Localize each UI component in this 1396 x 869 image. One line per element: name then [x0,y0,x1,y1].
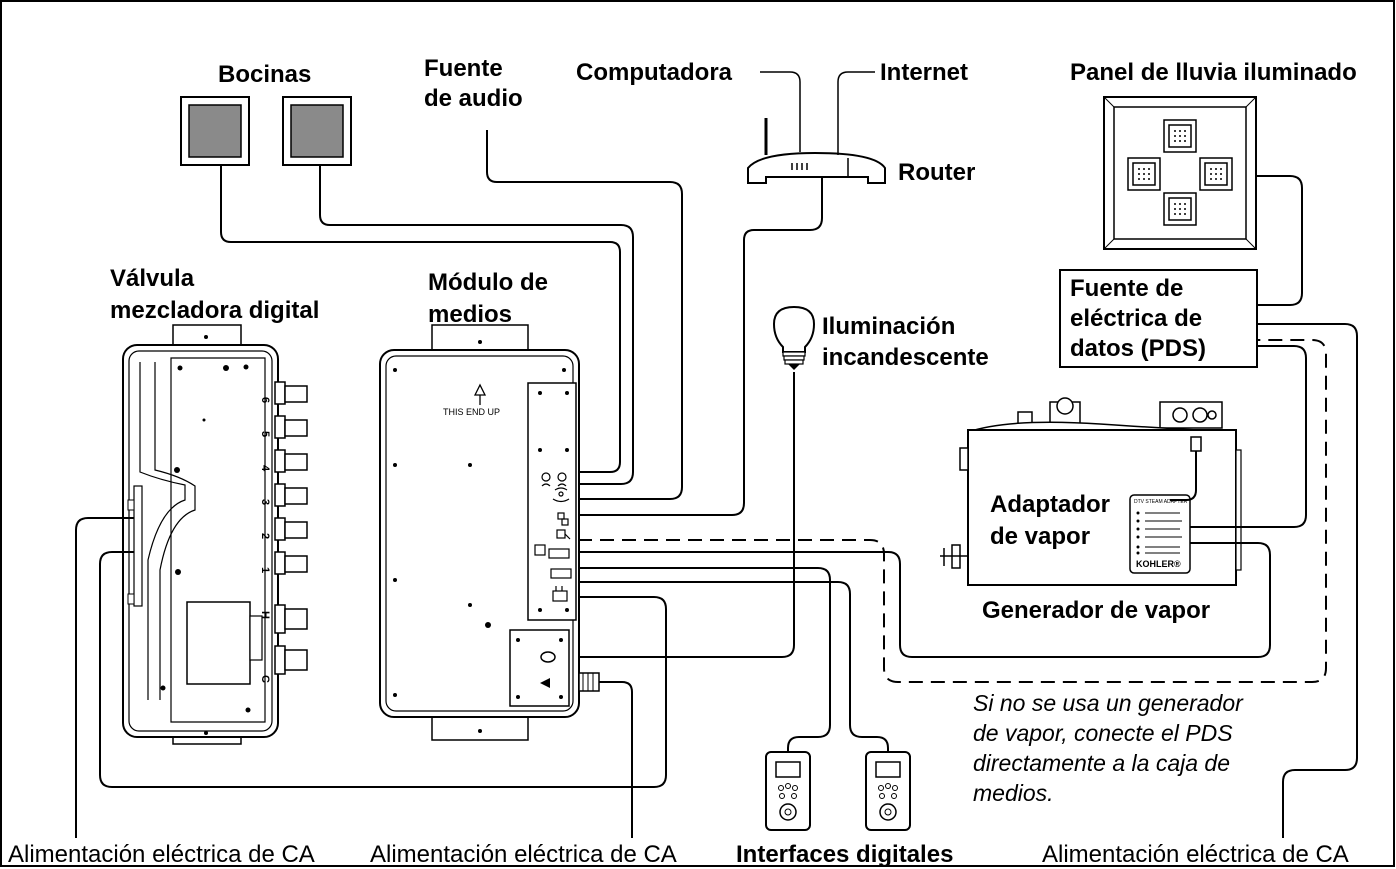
label-adaptador-line1: Adaptador [990,491,1110,518]
pds-box [1059,269,1258,368]
valve-port-h: H [259,611,271,619]
media-module: THIS END UP [379,324,580,741]
label-internet: Internet [880,59,968,86]
note-line1: Si no se usa un generador [973,690,1244,716]
note-line4: medios. [973,780,1054,806]
label-generador: Generador de vapor [982,597,1210,624]
valve-port-3: 3 [259,499,271,505]
this-end-up-text: THIS END UP [443,407,500,417]
digital-mixing-valve: 6 5 4 3 2 1 H C [122,324,308,745]
label-bocinas: Bocinas [218,61,311,88]
kohler-logo-text: KOHLER® [1136,559,1181,569]
light-bulb-icon [772,305,816,370]
label-iluminacion-line1: Iluminación [822,313,955,340]
valve-port-c: C [259,675,271,683]
label-ac-right: Alimentación eléctrica de CA [1042,841,1349,868]
valve-port-5: 5 [259,431,271,437]
label-ac-middle: Alimentación eléctrica de CA [370,841,677,868]
digital-interface-2 [865,751,911,831]
label-computadora: Computadora [576,59,733,86]
label-iluminacion-line2: incandescente [822,344,989,371]
steam-generator: DTV STEAM ADAPTER KOHLER® [940,397,1242,586]
router-icon [747,118,886,184]
valve-port-6: 6 [259,397,271,403]
label-fuente-line2: de audio [424,85,523,112]
label-pds-line1: Fuente de [1070,275,1183,302]
label-router: Router [898,159,975,186]
wiring [75,71,1358,838]
label-pds-line3: datos (PDS) [1070,335,1206,362]
note-line2: de vapor, conecte el PDS [973,720,1233,746]
digital-interface-1 [765,751,811,831]
adapter-plate-text: DTV STEAM ADAPTER [1134,499,1188,505]
label-valvula-line1: Válvula [110,265,195,292]
label-modulo-line2: medios [428,301,512,328]
label-pds-line2: eléctrica de [1070,305,1202,332]
valve-port-2: 2 [259,533,271,539]
label-modulo-line1: Módulo de [428,269,548,296]
rain-panel-illustration [1103,96,1257,250]
valve-port-4: 4 [259,465,271,472]
label-panel: Panel de lluvia iluminado [1070,59,1357,86]
power-cord-connector [578,672,600,692]
speaker-right [282,96,352,166]
valve-port-1: 1 [259,567,271,573]
speaker-left [180,96,250,166]
label-adaptador-line2: de vapor [990,523,1090,550]
label-fuente-line1: Fuente [424,55,503,82]
label-valvula-line2: mezcladora digital [110,297,319,324]
label-ac-left: Alimentación eléctrica de CA [8,841,315,868]
note-line3: directamente a la caja de [973,750,1230,776]
label-interfaces: Interfaces digitales [736,841,953,868]
